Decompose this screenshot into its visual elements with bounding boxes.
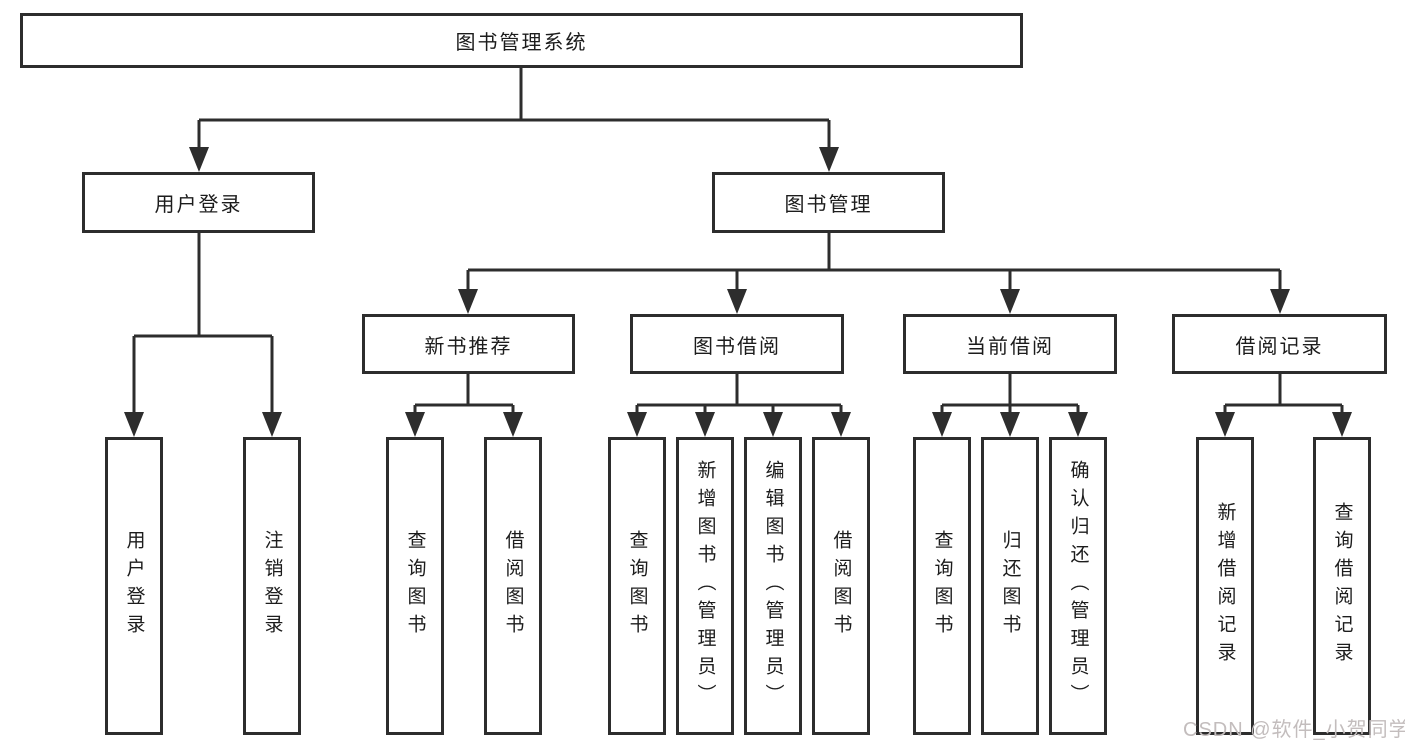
- leaf-current-query-book-label: 查询图书: [931, 530, 953, 642]
- leaf-user-login: 用户登录: [105, 437, 163, 735]
- leaf-add-book-admin: 新增图书（管理员）: [676, 437, 734, 735]
- node-user-login: 用户登录: [82, 172, 315, 233]
- leaf-recommend-query-book-label: 查询图书: [404, 530, 426, 642]
- leaf-query-borrow-record: 查询借阅记录: [1313, 437, 1371, 735]
- leaf-logout-label: 注销登录: [261, 530, 283, 642]
- csdn-watermark: CSDN @软件_小贺同学: [1183, 719, 1405, 741]
- node-book-borrow: 图书借阅: [630, 314, 844, 374]
- node-borrow-records-label: 借阅记录: [1235, 335, 1324, 358]
- leaf-return-book: 归还图书: [981, 437, 1039, 735]
- leaf-confirm-return-admin: 确认归还（管理员）: [1049, 437, 1107, 735]
- leaf-recommend-borrow-book: 借阅图书: [484, 437, 542, 735]
- connector-newrec-to-leaves: [413, 374, 515, 431]
- leaf-user-login-label: 用户登录: [123, 530, 145, 642]
- leaf-recommend-query-book: 查询图书: [386, 437, 444, 735]
- leaf-edit-book-admin-label: 编辑图书（管理员）: [762, 460, 784, 712]
- leaf-add-borrow-record-label: 新增借阅记录: [1214, 502, 1236, 670]
- node-current-borrow: 当前借阅: [903, 314, 1117, 374]
- leaf-query-borrow-record-label: 查询借阅记录: [1331, 502, 1353, 670]
- leaf-current-query-book: 查询图书: [913, 437, 971, 735]
- leaf-logout: 注销登录: [243, 437, 301, 735]
- connector-borrow-to-leaves: [635, 374, 843, 431]
- leaf-add-borrow-record: 新增借阅记录: [1196, 437, 1254, 735]
- node-root-label: 图书管理系统: [455, 32, 588, 54]
- leaf-borrow-query-book: 查询图书: [608, 437, 666, 735]
- leaf-recommend-borrow-book-label: 借阅图书: [502, 530, 524, 642]
- node-book-borrow-label: 图书借阅: [693, 335, 781, 358]
- node-new-book-recommend: 新书推荐: [362, 314, 575, 374]
- connector-login-to-leaves: [132, 233, 274, 431]
- connector-record-to-leaves: [1223, 374, 1344, 431]
- leaf-borrow-query-book-label: 查询图书: [626, 530, 648, 642]
- leaf-return-book-label: 归还图书: [999, 530, 1021, 642]
- node-user-login-label: 用户登录: [154, 194, 243, 216]
- leaf-confirm-return-admin-label: 确认归还（管理员）: [1067, 460, 1089, 712]
- node-current-borrow-label: 当前借阅: [966, 335, 1054, 358]
- node-new-book-recommend-label: 新书推荐: [424, 335, 513, 358]
- leaf-edit-book-admin: 编辑图书（管理员）: [744, 437, 802, 735]
- node-book-management: 图书管理: [712, 172, 945, 233]
- node-borrow-records: 借阅记录: [1172, 314, 1387, 374]
- leaf-borrow-book-label: 借阅图书: [830, 530, 852, 642]
- connector-mgmt-to-level3: [466, 233, 1282, 308]
- node-root: 图书管理系统: [20, 13, 1023, 68]
- leaf-add-book-admin-label: 新增图书（管理员）: [694, 460, 716, 712]
- connector-root-to-level2: [197, 68, 831, 166]
- leaf-borrow-book: 借阅图书: [812, 437, 870, 735]
- node-book-management-label: 图书管理: [784, 194, 873, 216]
